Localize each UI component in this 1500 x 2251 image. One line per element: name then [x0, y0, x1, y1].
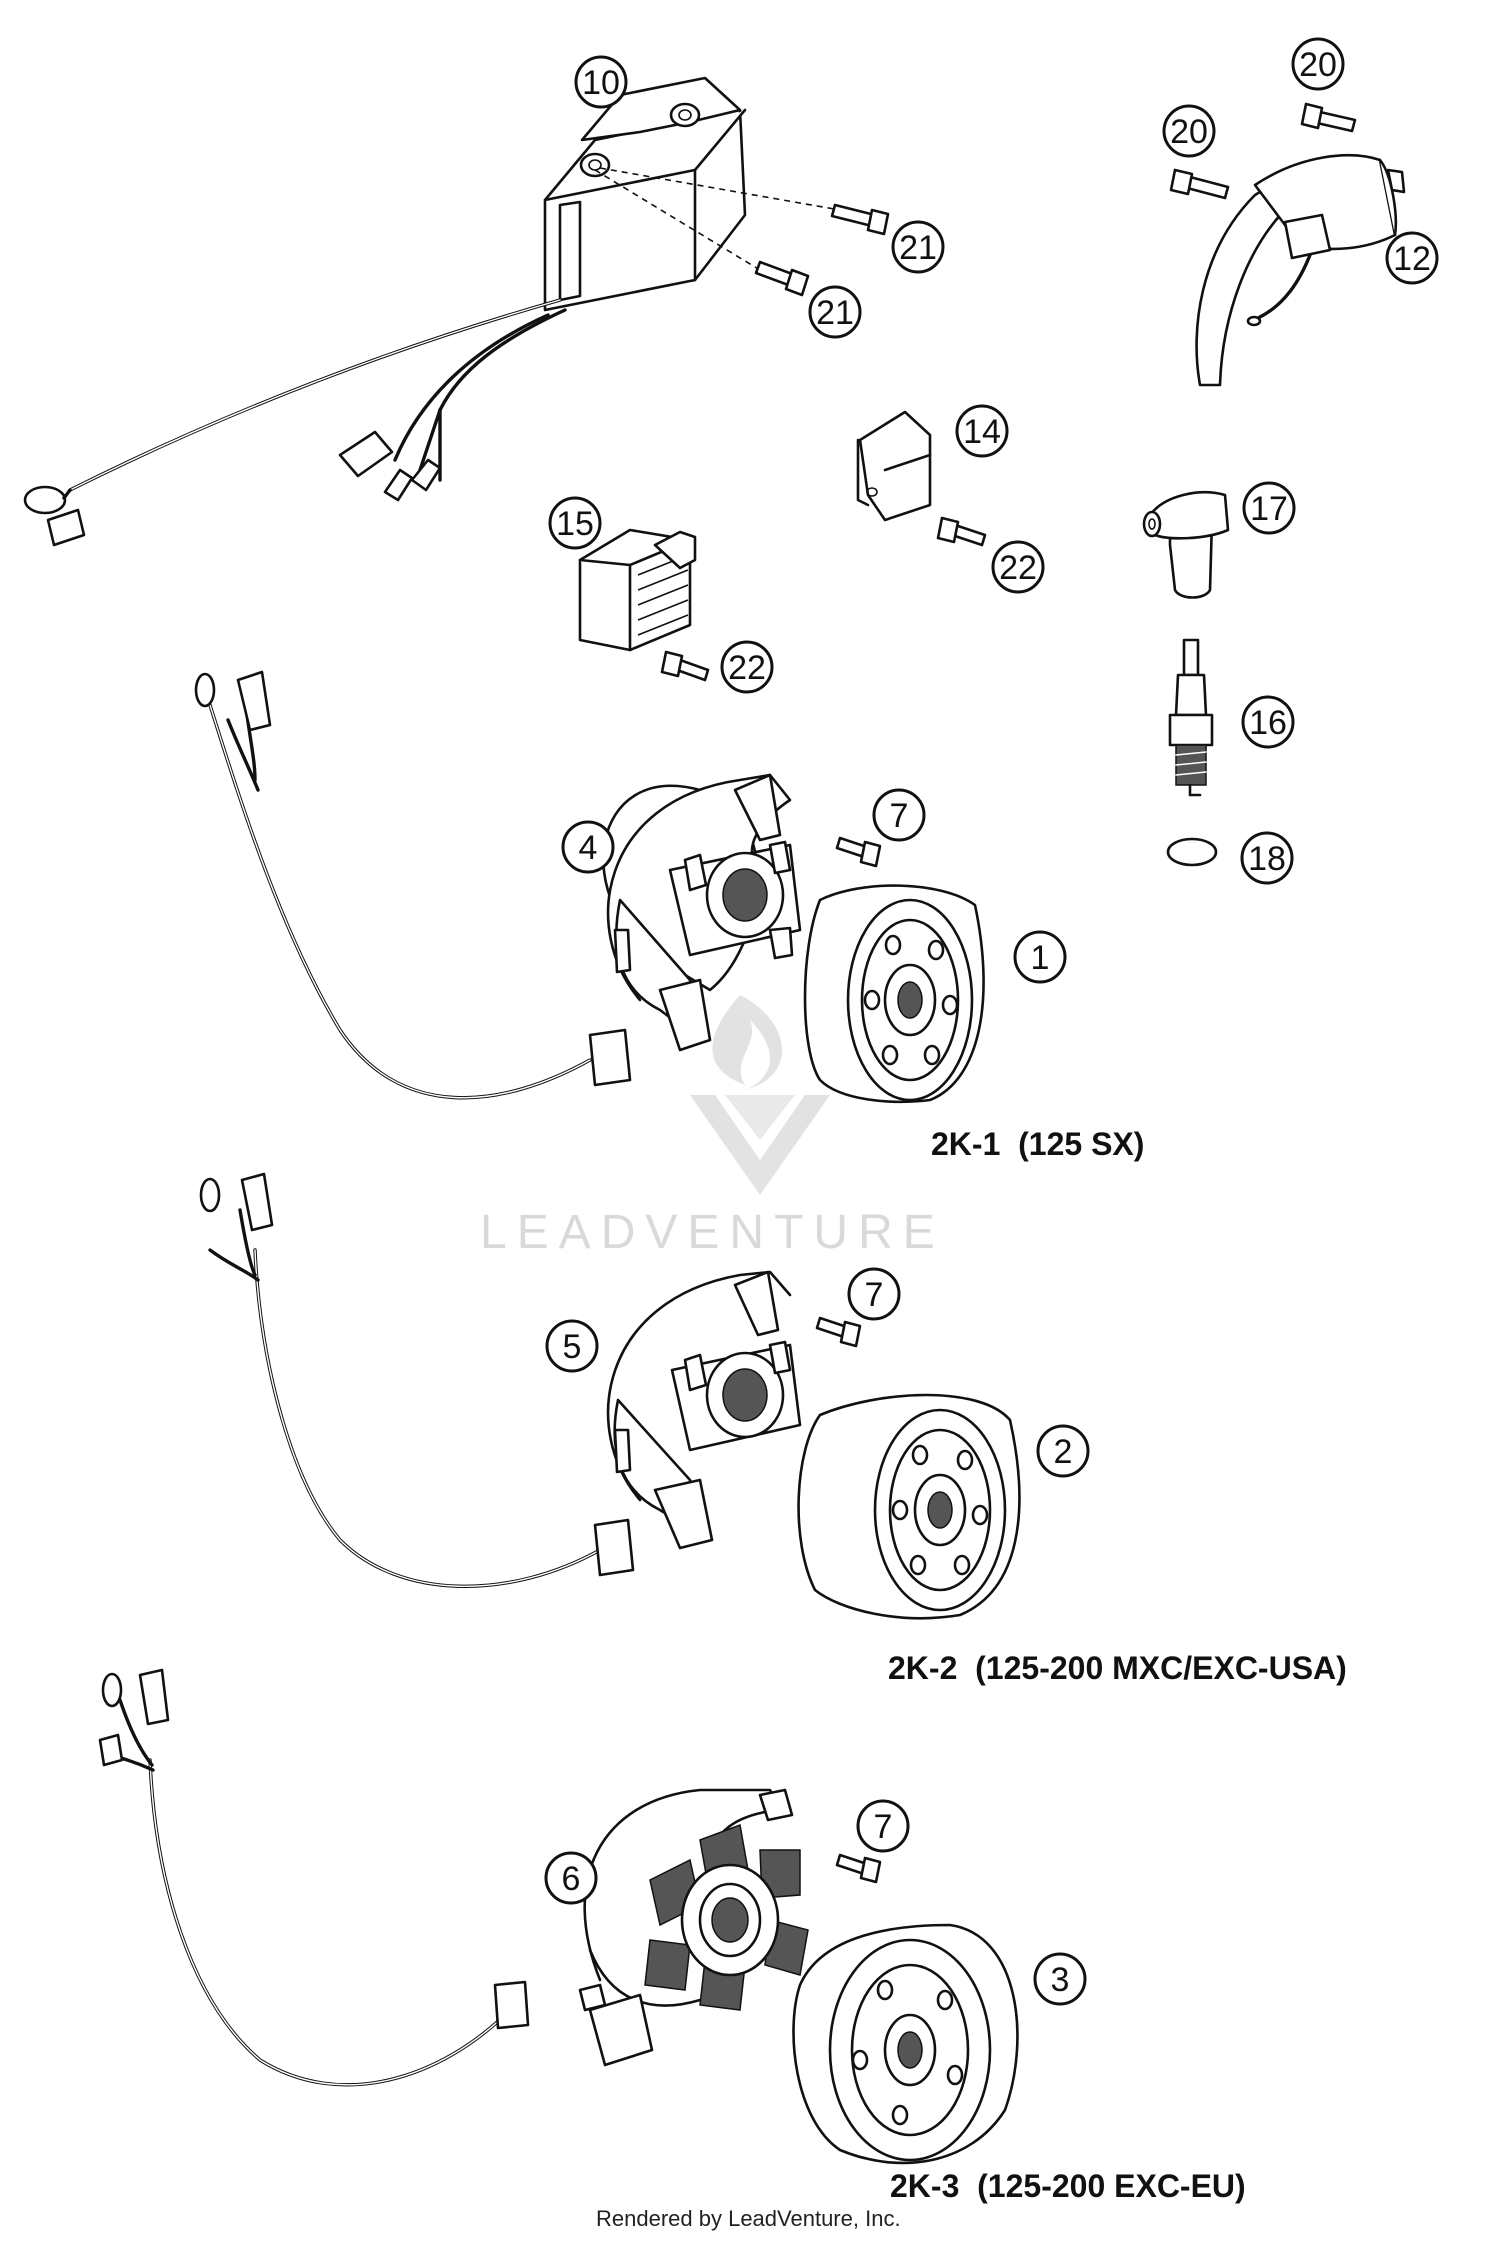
callout-21-upper: 21: [891, 220, 945, 274]
callout-12: 12: [1385, 231, 1439, 285]
svg-text:16: 16: [1249, 704, 1287, 742]
svg-text:7: 7: [890, 797, 909, 835]
stator-plate-6: [98, 1668, 809, 2087]
svg-text:3: 3: [1051, 1961, 1070, 1999]
callout-20-left: 20: [1162, 104, 1216, 158]
callout-3: 3: [1033, 1952, 1087, 2006]
cdi-wiring: [23, 298, 567, 547]
svg-text:22: 22: [728, 649, 766, 687]
svg-text:6: 6: [562, 1860, 581, 1898]
bolt-22-upper: [936, 516, 987, 547]
callout-22-lower: 22: [720, 640, 774, 694]
voltage-regulator: [578, 528, 697, 652]
svg-text:12: 12: [1393, 240, 1431, 278]
ignition-coil: [1195, 154, 1406, 387]
gasket-ring: [1166, 837, 1218, 867]
bolt-7-group1: [835, 836, 882, 868]
spark-plug-cap: [1142, 491, 1230, 599]
bolt-7-group2: [815, 1316, 862, 1348]
stator-plate-5: [199, 1172, 802, 1588]
caption-2k-3: 2K-3 (125-200 EXC-EU): [890, 2168, 1246, 2204]
bolt-22-lower: [660, 650, 710, 682]
flywheel-2: [797, 1393, 1021, 1620]
svg-text:7: 7: [865, 1276, 884, 1314]
svg-text:18: 18: [1248, 840, 1286, 878]
callout-5: 5: [545, 1319, 599, 1373]
callout-14: 14: [955, 404, 1009, 458]
spark-plug: [1168, 638, 1214, 797]
bolt-21-lower: [754, 260, 810, 297]
bolt-21-upper: [830, 203, 890, 236]
flywheel-3: [792, 1923, 1019, 2165]
callout-16: 16: [1241, 695, 1295, 749]
watermark-logo: [690, 995, 830, 1195]
mounting-bracket: [856, 410, 932, 522]
svg-text:2: 2: [1054, 1433, 1073, 1471]
svg-text:14: 14: [963, 413, 1001, 451]
callout-18: 18: [1240, 831, 1294, 885]
svg-text:20: 20: [1299, 46, 1337, 84]
callout-7-group1: 7: [872, 788, 926, 842]
svg-text:17: 17: [1250, 490, 1288, 528]
bolt-7-group3: [835, 1853, 882, 1884]
callout-7-group2: 7: [847, 1267, 901, 1321]
svg-text:21: 21: [899, 229, 937, 267]
callout-21-lower: 21: [808, 285, 862, 339]
callout-17: 17: [1242, 481, 1296, 535]
bolt-20-top: [1300, 102, 1357, 133]
callout-10: 10: [574, 55, 628, 109]
callout-2: 2: [1036, 1424, 1090, 1478]
flywheel-1: [803, 884, 985, 1104]
stator-plate-4: [194, 670, 802, 1100]
callout-20-top: 20: [1291, 37, 1345, 91]
svg-text:5: 5: [563, 1328, 582, 1366]
callout-6: 6: [544, 1851, 598, 1905]
callout-4: 4: [561, 820, 615, 874]
svg-text:15: 15: [556, 505, 594, 543]
svg-text:7: 7: [874, 1808, 893, 1846]
callout-1: 1: [1013, 930, 1067, 984]
caption-2k-1: 2K-1 (125 SX): [931, 1126, 1145, 1162]
caption-2k-2: 2K-2 (125-200 MXC/EXC-USA): [888, 1650, 1347, 1686]
callout-22-upper: 22: [991, 540, 1045, 594]
callout-15: 15: [548, 496, 602, 550]
watermark-text: LEADVENTURE: [480, 1206, 945, 1259]
credit-text: Rendered by LeadVenture, Inc.: [596, 2206, 901, 2231]
svg-text:21: 21: [816, 294, 854, 332]
bolt-20-left: [1169, 168, 1230, 200]
svg-text:20: 20: [1170, 113, 1208, 151]
svg-text:1: 1: [1031, 939, 1050, 977]
svg-text:22: 22: [999, 549, 1037, 587]
svg-text:10: 10: [582, 64, 620, 102]
callout-7-group3: 7: [856, 1799, 910, 1853]
svg-text:4: 4: [579, 829, 598, 867]
